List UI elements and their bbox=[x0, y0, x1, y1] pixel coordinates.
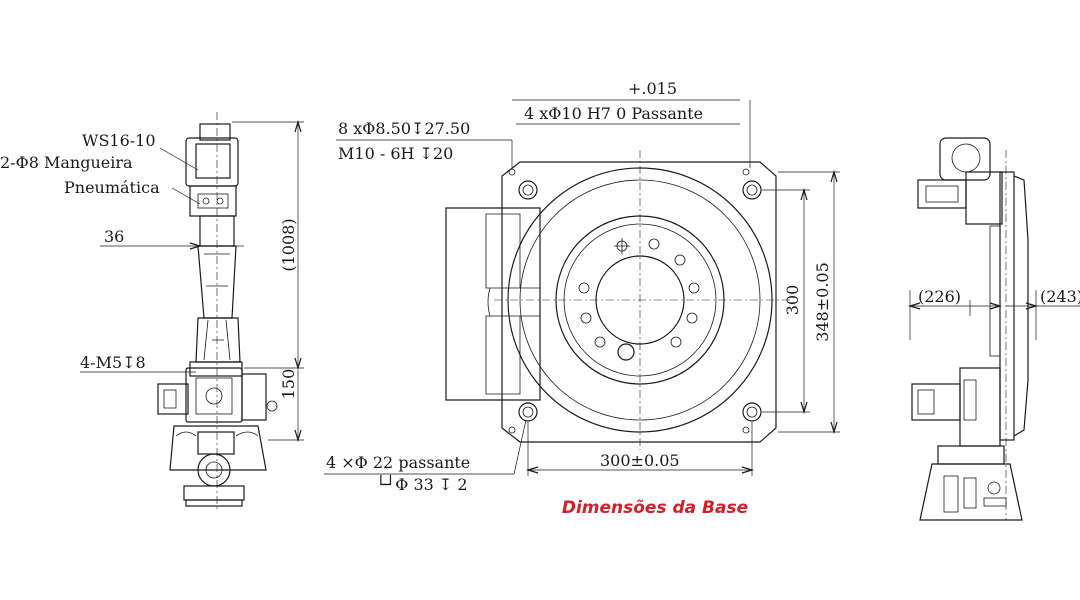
side-view: (226) (243) bbox=[907, 137, 1080, 521]
inner-height-dim-label: 300 bbox=[783, 285, 802, 316]
pin-holes-label: 4 xΦ10 H7 0 Passante bbox=[524, 104, 703, 123]
bolt-label: 4-M5↧8 bbox=[80, 353, 146, 372]
outer-height-dim-label: 348±0.05 bbox=[813, 262, 832, 342]
mount-holes-line1: 4 ×Φ 22 passante bbox=[326, 453, 470, 472]
width-dim-label: 36 bbox=[104, 227, 124, 246]
connector-label: WS16-10 bbox=[82, 131, 156, 150]
front-view: (1008) 150 36 WS16-10 2-Φ8 Mangueira Pne… bbox=[0, 112, 304, 512]
width-dim-label: 300±0.05 bbox=[600, 451, 680, 470]
caption-title: Dimensões da Base bbox=[561, 498, 749, 518]
hose-label-line1: 2-Φ8 Mangueira bbox=[0, 153, 133, 172]
height-dim-label: (1008) bbox=[279, 218, 298, 271]
base-dim-label: 150 bbox=[279, 369, 298, 400]
tapped-holes-line1: 8 xΦ8.50↧27.50 bbox=[338, 119, 470, 138]
hose-label-line2: Pneumática bbox=[64, 178, 160, 197]
left-dim-label: (226) bbox=[918, 287, 961, 306]
base-view: +.015 4 xΦ10 H7 0 Passante 8 xΦ8.50↧27.5… bbox=[324, 79, 840, 494]
tolerance-label: +.015 bbox=[628, 79, 677, 98]
right-dim-label: (243) bbox=[1040, 287, 1080, 306]
mount-holes-line2: └┘Φ 33 ↧ 2 bbox=[376, 474, 468, 494]
tapped-holes-line2: M10 - 6H ↧20 bbox=[338, 144, 453, 163]
